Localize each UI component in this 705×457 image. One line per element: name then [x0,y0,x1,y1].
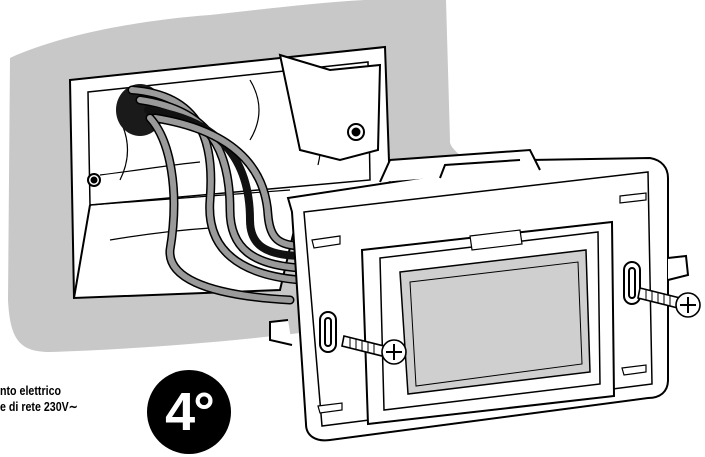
device-module [360,220,616,426]
caption-line-1: nto elettrico [0,383,62,398]
screw-icon-right [637,287,701,318]
caption-line-2: e di rete 230V∼ [0,399,78,414]
step-number-badge: 4° [147,370,231,454]
wire-bundle [127,85,305,305]
screw-icon-left [341,335,407,365]
